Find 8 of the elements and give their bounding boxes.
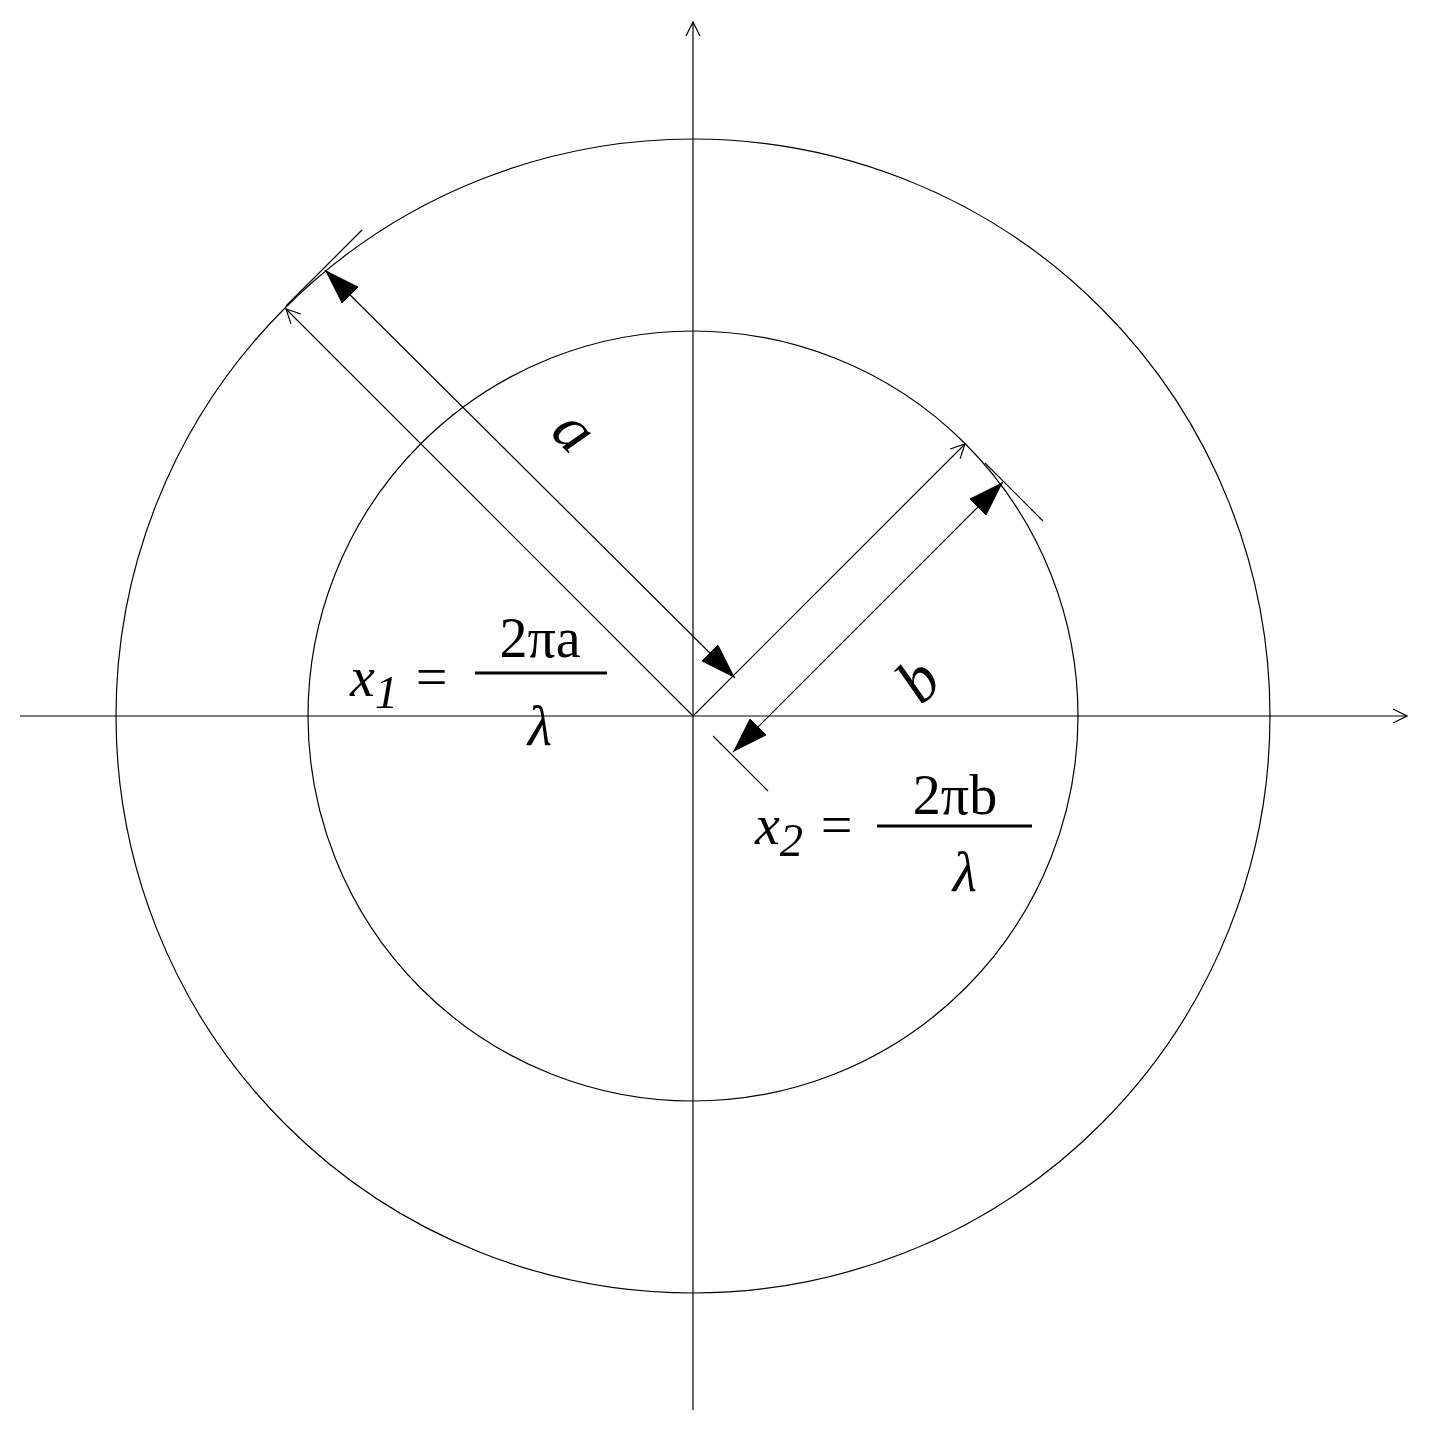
- formula-text: x$_{1}$ =: [350, 648, 450, 716]
- formula-text: x$_{2}$ =: [755, 796, 855, 864]
- dimension-label: b: [884, 646, 952, 714]
- formula-text: 2πb: [912, 767, 998, 823]
- formula-text: λ: [952, 844, 978, 900]
- dimension-label: a: [541, 396, 609, 464]
- formula-text: λ: [527, 698, 553, 754]
- formula-text: 2πa: [499, 610, 581, 666]
